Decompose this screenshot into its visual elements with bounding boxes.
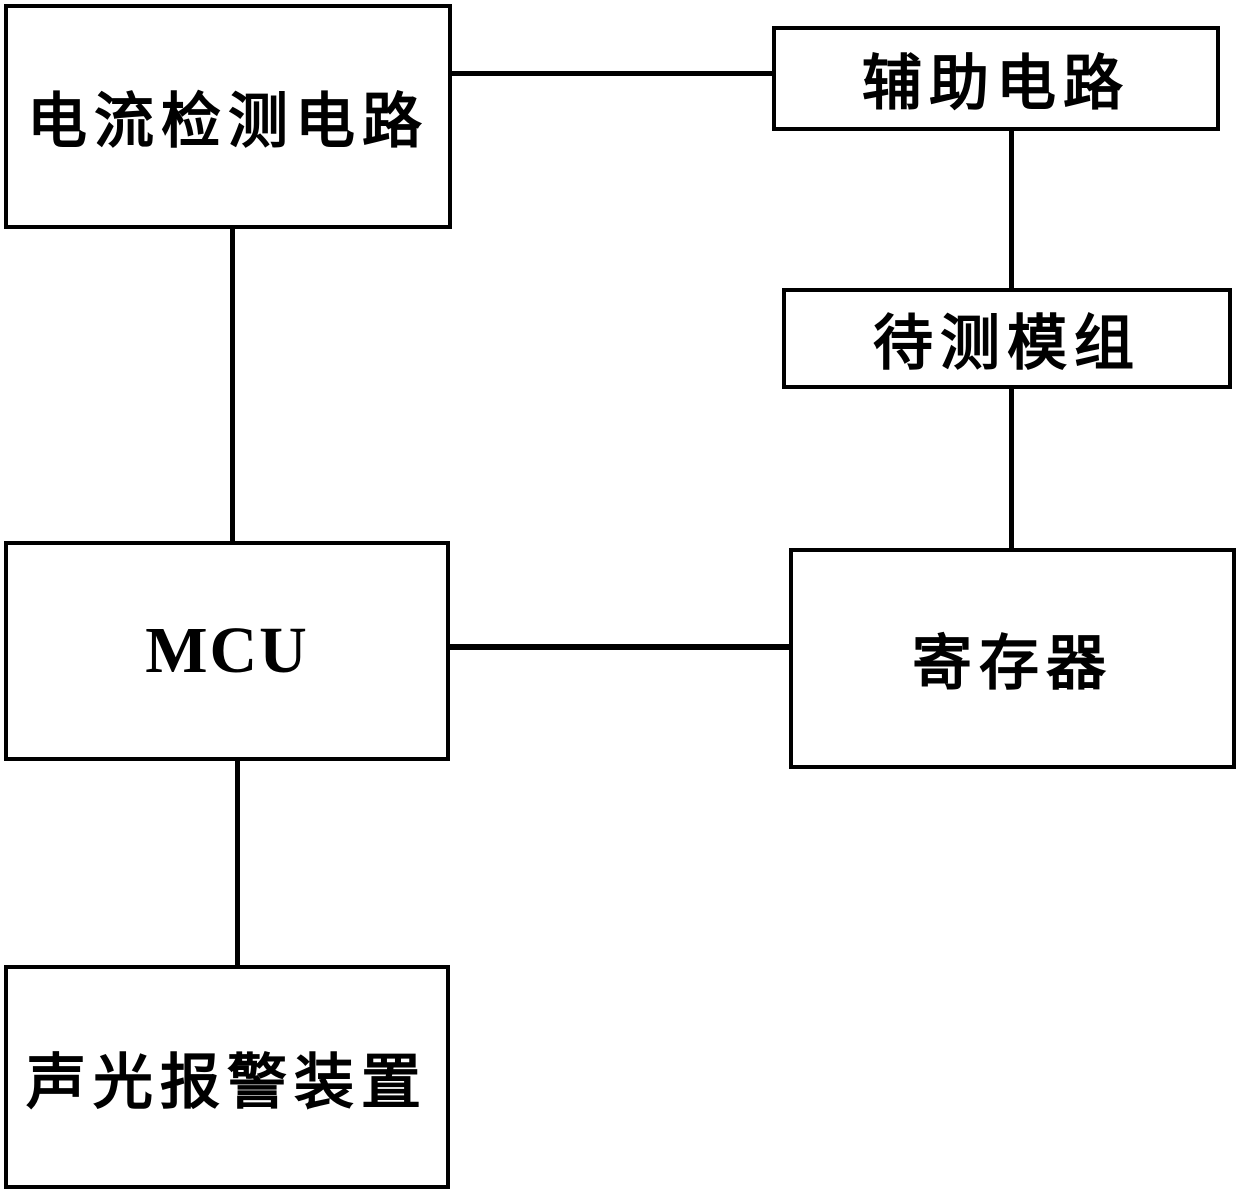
block-mcu-label: MCU	[145, 614, 309, 687]
block-auxiliary-circuit: 辅助电路	[772, 26, 1220, 131]
connector-mcu-to-alarm	[235, 760, 240, 966]
block-sound-light-alarm-device-label: 声光报警装置	[26, 1049, 428, 1116]
block-register: 寄存器	[789, 548, 1236, 769]
block-register-label: 寄存器	[912, 631, 1113, 697]
block-sound-light-alarm-device: 声光报警装置	[4, 965, 450, 1189]
connector-auxiliary-to-module-under-test	[1009, 131, 1014, 289]
block-current-detection-circuit: 电流检测电路	[4, 4, 452, 229]
connector-current-detection-to-auxiliary	[450, 71, 774, 76]
connector-current-detection-to-mcu	[230, 228, 235, 542]
block-current-detection-circuit-label: 电流检测电路	[27, 89, 429, 155]
block-mcu: MCU	[4, 541, 450, 761]
block-auxiliary-circuit-label: 辅助电路	[862, 51, 1130, 117]
connector-mcu-to-register	[449, 644, 790, 650]
block-module-under-test: 待测模组	[782, 288, 1232, 389]
block-module-under-test-label: 待测模组	[873, 311, 1141, 377]
connector-module-under-test-to-register	[1009, 388, 1014, 549]
